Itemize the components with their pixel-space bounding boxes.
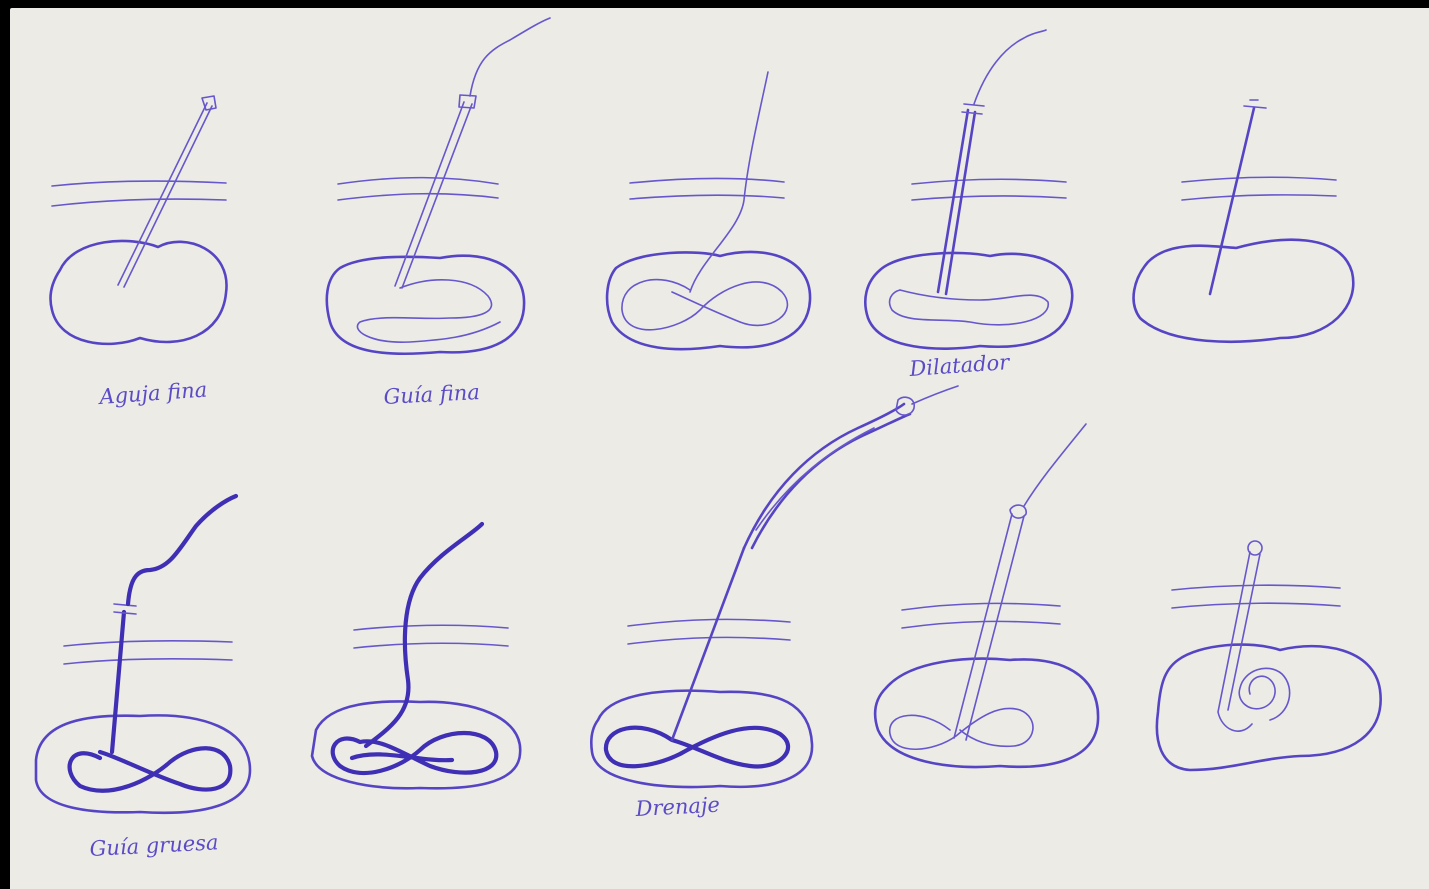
skin-line-upper [630, 178, 784, 183]
label-fine-guidewire: Guía fina [383, 380, 480, 409]
guidewire-shaft [672, 548, 744, 740]
needle-hub [459, 95, 476, 108]
collection-inner [890, 290, 1049, 325]
skin-line-lower [1182, 195, 1336, 200]
skin-line-lower [630, 195, 784, 199]
skin-line-lower [354, 643, 508, 648]
guidewire-tail [912, 386, 958, 404]
guidewire-coil [357, 280, 500, 342]
dilator-shaft [1210, 108, 1254, 294]
catheter-inner [756, 428, 874, 530]
panel-3-needle-removed [607, 72, 810, 349]
skin-line-upper [902, 603, 1060, 610]
collection-outer [865, 253, 1072, 349]
skin-line-upper [64, 641, 232, 646]
dilator-shaft [112, 612, 124, 752]
collection-outline [1134, 240, 1354, 342]
catheter-outer [744, 404, 910, 548]
skin-line-upper [338, 178, 498, 184]
label-thick-guidewire: Guía gruesa [89, 830, 219, 861]
label-fine-needle: Aguja fina [97, 378, 208, 410]
guidewire-tail [128, 496, 236, 604]
dilator-hub [1244, 100, 1266, 108]
collection-outer [591, 691, 812, 787]
panel-8-drainage-catheter: Drenaje [591, 386, 958, 821]
skin-line-lower [64, 659, 232, 664]
guidewire-tail [366, 524, 482, 746]
catheter-shaft [1218, 552, 1260, 731]
skin-line-upper [52, 181, 226, 186]
skin-line-upper [1182, 177, 1336, 182]
skin-line-upper [1172, 585, 1340, 590]
collection-outer [327, 256, 524, 354]
skin-line-upper [912, 179, 1066, 184]
label-dilator: Dilatador [908, 350, 1012, 381]
panel-9-catheter-advanced [875, 424, 1098, 767]
panel-5-dilator-advanced [1134, 100, 1354, 342]
guidewire-coil [606, 728, 788, 767]
label-drainage: Drenaje [634, 793, 720, 821]
panel-10-pigtail-in-place [1157, 541, 1381, 770]
guidewire-tail [974, 30, 1046, 104]
skin-line-lower [902, 621, 1060, 628]
panel-4-dilator: Dilatador [865, 30, 1072, 381]
skin-line-lower [338, 194, 498, 200]
pigtail-spiral-icon [1239, 668, 1289, 720]
collection-outline [1157, 645, 1381, 770]
guidewire-coil [333, 733, 497, 773]
catheter-cap-icon [1248, 541, 1262, 555]
skin-line-lower [52, 199, 226, 206]
collection-outer [312, 701, 520, 788]
panel-2-fine-guidewire [327, 18, 550, 354]
skin-line-lower [1172, 603, 1340, 608]
catheter-hub [1010, 505, 1026, 518]
guidewire-tail [470, 18, 550, 96]
guidewire-tail [1024, 424, 1086, 506]
needle-shaft [118, 103, 212, 287]
guidewire-coil [622, 280, 788, 330]
dilator-shaft [938, 110, 975, 294]
guidewire-coil [70, 748, 231, 790]
skin-line-upper [354, 625, 508, 630]
collection-outer [875, 659, 1098, 767]
panel-1-fine-needle [50, 96, 226, 344]
catheter-shaft [954, 514, 1024, 740]
panel-7-coiled-guidewire [312, 524, 520, 788]
skin-line-upper [628, 619, 790, 626]
dilator-hub [114, 604, 136, 614]
dilator-hub [962, 104, 984, 114]
guidewire-tail [690, 72, 768, 292]
collection-outer [607, 252, 810, 349]
skin-line-lower [912, 196, 1066, 200]
catheter-coil [890, 708, 1033, 749]
panel-6-thick-guidewire: Guía gruesa [36, 496, 250, 861]
